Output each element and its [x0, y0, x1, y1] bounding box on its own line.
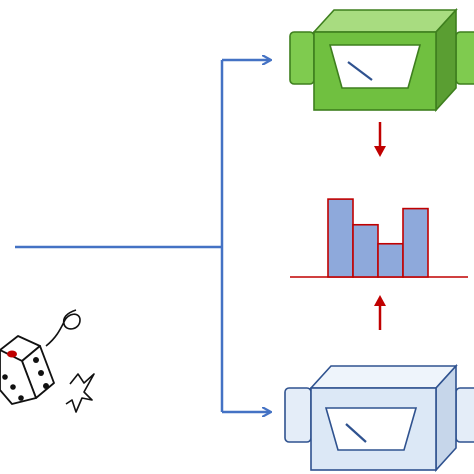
dice-pip	[18, 395, 24, 401]
dice-pip	[10, 384, 16, 390]
detector-bottom-top-face	[309, 365, 458, 389]
detector-bottom	[284, 363, 474, 473]
dice	[0, 335, 55, 405]
detector-bottom-meter-window	[324, 407, 418, 451]
histogram	[290, 198, 468, 278]
detector-top-right-pipe	[455, 31, 474, 85]
dice-motion-squiggle	[45, 309, 81, 347]
dice-pip	[33, 357, 39, 363]
detector-top-meter-window	[328, 44, 422, 89]
detector-bottom-right-pipe	[455, 387, 474, 443]
histogram-bar	[352, 223, 379, 278]
histogram-bar	[377, 242, 404, 278]
detector-top-meter-needle	[347, 61, 373, 81]
detector-top	[289, 7, 474, 113]
histogram-bar	[327, 198, 354, 278]
dice-pip	[43, 383, 49, 389]
detector-bottom-meter-needle	[345, 423, 367, 443]
dice-pip	[38, 370, 44, 376]
histogram-bar	[402, 207, 429, 278]
dice-red-pip	[7, 350, 17, 358]
dice-pip	[2, 374, 8, 380]
detector-top-top-face	[312, 9, 458, 33]
signal-lines	[15, 60, 270, 412]
detector-bottom-left-pipe	[284, 387, 312, 443]
impact-zigzag	[65, 373, 95, 413]
detector-top-left-pipe	[289, 31, 315, 85]
dice-left-face	[0, 349, 37, 405]
